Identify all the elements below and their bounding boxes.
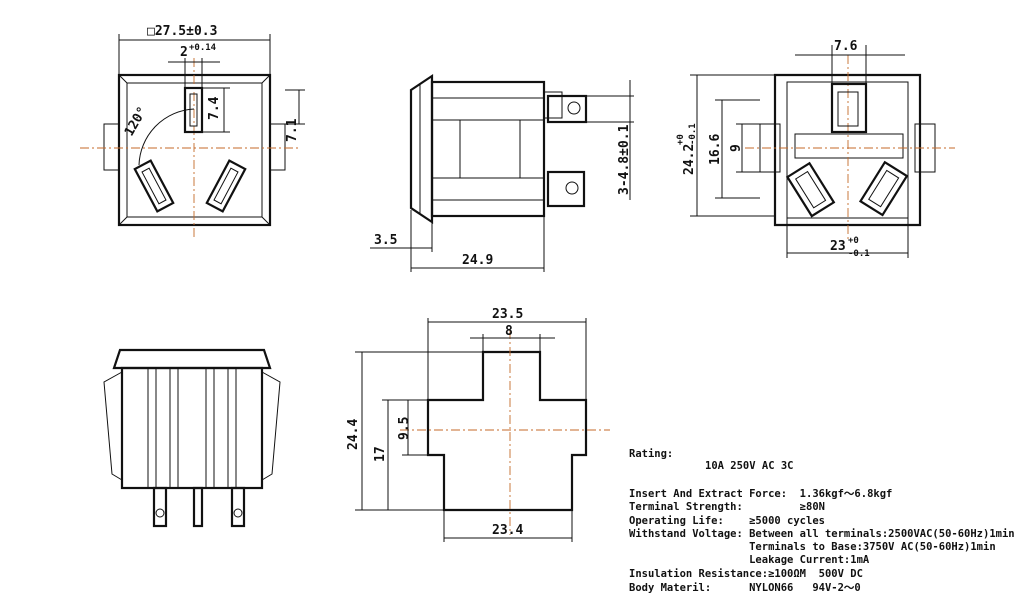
rear-top-dim: 7.6 — [834, 39, 858, 54]
cutout-bottom-width-dim: 23.4 — [492, 523, 523, 538]
front-inner-frame — [126, 82, 263, 218]
front-left-blade-slot — [133, 159, 175, 213]
bottom-side-view — [103, 348, 281, 528]
front-slot-width-tol: +0.14 — [189, 43, 217, 53]
spec-line: Withstand Voltage: Between all terminals… — [629, 528, 1015, 540]
cutout-outline — [426, 350, 588, 512]
panel-cutout-view: 23.5 8 24.4 17 9.5 23.4 — [346, 307, 610, 542]
side-depth-dim: 24.9 — [462, 253, 493, 268]
rear-slot-dim: 9 — [729, 144, 744, 152]
front-slot-length-dim: 7.4 — [207, 96, 222, 120]
rear-bottom-dim: 23 — [830, 239, 846, 254]
cutout-neck-dim: 8 — [505, 324, 513, 339]
side-terminal-dim: 3-4.8±0.1 — [617, 124, 632, 195]
spec-line: Terminal Strength: ≥80N — [629, 501, 825, 513]
spec-line: Leakage Current:1mA — [629, 554, 870, 566]
cutout-mid-height-dim: 17 — [373, 446, 388, 462]
rear-height-dim: 24.2 — [682, 144, 697, 175]
side-flange-dim: 3.5 — [374, 233, 397, 248]
spec-line: Operating Life: ≥5000 cycles — [629, 515, 825, 527]
rear-bottom-tol-lower: -0.1 — [848, 249, 870, 259]
rating-label: Rating: — [629, 448, 673, 460]
front-ear-dim: 7.1 — [285, 118, 300, 142]
front-right-blade-slot — [205, 159, 247, 213]
front-slot-width-dim: 2 — [180, 45, 188, 60]
side-body — [430, 80, 546, 218]
rear-left-terminal — [785, 161, 836, 218]
rear-height-tol-lower: -0.1 — [688, 123, 698, 145]
front-width-dim: □27.5±0.3 — [147, 24, 217, 39]
rear-height-tol-upper: +0 — [676, 134, 686, 145]
front-right-ear — [269, 123, 286, 171]
spec-line: Terminals to Base:3750V AC(50-60Hz)1min — [629, 541, 996, 553]
side-terminal-lower — [546, 170, 586, 208]
rear-mid-dim: 16.6 — [708, 134, 723, 165]
cutout-top-width-dim: 23.5 — [492, 307, 523, 322]
spec-line: Body Materil: NYLON66 94V-2～0 — [629, 582, 861, 594]
lower-view-terminal-left — [152, 486, 168, 528]
front-left-ear — [103, 123, 120, 171]
rear-bottom-tol-upper: +0 — [848, 236, 859, 246]
specifications-block: Rating: 10A 250V AC 3C Insert And Extrac… — [629, 448, 1015, 594]
rear-right-terminal — [858, 160, 909, 217]
rear-outline — [773, 73, 922, 227]
side-terminal-upper — [546, 94, 588, 124]
lower-view-body — [120, 366, 264, 490]
angle-label: 120° — [122, 104, 151, 139]
side-flange — [409, 73, 434, 225]
angle-arc — [138, 108, 195, 166]
spec-line: Insert And Extract Force: 1.36kgf～6.8kgf — [629, 488, 892, 500]
side-view: 3-4.8±0.1 3.5 24.9 — [370, 73, 634, 272]
lower-view-top-cap — [112, 348, 272, 370]
cutout-inner-dim: 9.5 — [397, 417, 412, 440]
rating-value: 10A 250V AC 3C — [705, 460, 794, 472]
lower-view-terminal-right — [230, 486, 246, 528]
lower-view-terminal-middle — [192, 486, 204, 528]
front-view: 120° □27.5±0.3 2 +0.14 7.4 7.1 — [80, 24, 305, 240]
spec-line: Insulation Resistance:≥100ΩM 500V DC — [629, 568, 863, 580]
rear-ground-terminal — [830, 82, 868, 134]
cutout-height-dim: 24.4 — [346, 419, 361, 450]
rear-view: 7.6 24.2 +0 -0.1 16.6 9 23 +0 -0.1 — [676, 39, 955, 259]
